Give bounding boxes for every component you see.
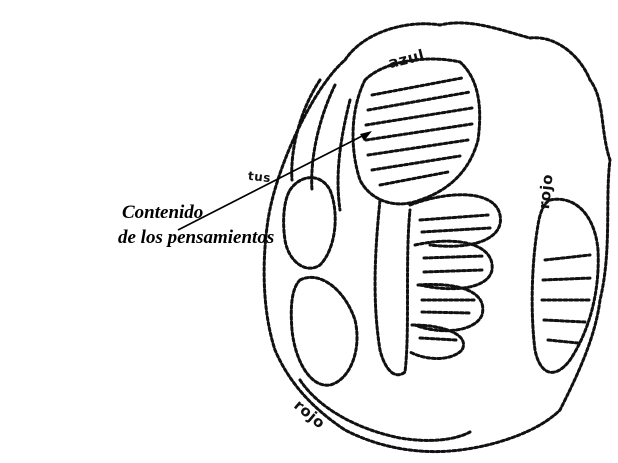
handwritten-label-left: tus <box>247 169 271 185</box>
left-lobe-upper <box>284 178 336 269</box>
stem <box>375 200 410 375</box>
hatch-lines <box>366 78 472 185</box>
left-long-shape <box>292 80 350 210</box>
caption-line-1: Contenido <box>122 202 203 223</box>
bottom-swirl <box>300 380 470 440</box>
caption-line-2: de los pensamientos <box>118 225 274 250</box>
caption: Contenido de los pensamientos <box>122 200 274 250</box>
left-lobe-lower <box>291 277 357 385</box>
handwritten-label-right: rojo <box>535 173 557 210</box>
